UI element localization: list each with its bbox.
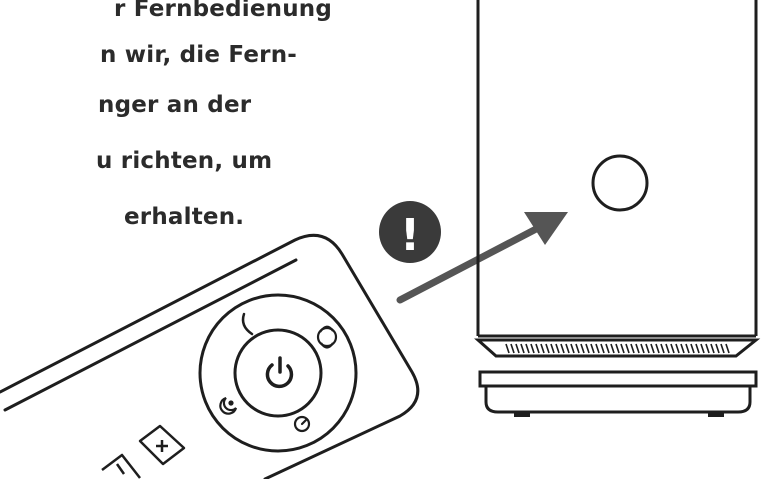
remote-dial-ring [198,293,358,453]
power-button [265,356,294,389]
vent-slat [670,343,675,354]
vent-slat [710,343,715,354]
vent-slat [510,343,515,354]
vent-slat [645,343,650,354]
device-feet [514,412,724,417]
vent-slat [520,343,525,354]
vent-slat [655,343,660,354]
vent-slat [725,343,730,354]
vent-slat [680,343,685,354]
vent-slat [625,343,630,354]
device-base [484,386,752,414]
remote-plus-button [138,424,186,466]
vent-slat [585,343,590,354]
instruction-line-2: n wir, die Fern- [100,42,298,68]
vent-slat [570,343,575,354]
vent-slat [545,343,550,354]
vent-slat [720,343,725,354]
instruction-line-1: r Fernbedienung [114,0,333,22]
vent-slat [695,343,700,354]
instruction-line-5: erhalten. [124,204,245,230]
warning-badge: ! [379,201,441,263]
remote-minus-button [101,453,141,479]
vent-slat [505,343,510,354]
vent-slat [575,343,580,354]
vent-slat [660,343,665,354]
vent-slat [550,343,555,354]
vent-slat [515,343,520,354]
vent-slat [665,343,670,354]
device-vent-band [474,338,761,358]
vent-slat [640,343,645,354]
timer-icon [293,415,311,433]
vent-slat [595,343,600,354]
fan-icon [316,325,338,349]
remote-control [0,233,420,479]
instruction-text-block: r Fernbedienung n wir, die Fern- nger an… [0,0,360,240]
vent-slat [565,343,570,354]
vent-slat [540,343,545,354]
remote-power-ring [233,328,323,418]
device-ir-sensor [591,154,649,212]
vent-slat [600,343,605,354]
sleep-icon [219,396,238,415]
device-base-top [478,370,758,388]
vent-slat [715,343,720,354]
direction-arrow [396,212,568,304]
vent-slat [690,343,695,354]
vent-slat [705,343,710,354]
vent-slat [525,343,530,354]
vent-slat [685,343,690,354]
device-vent-grille [505,343,730,354]
vent-slat [535,343,540,354]
instruction-line-3: nger an der [98,92,252,118]
vent-slat [650,343,655,354]
vent-slat [700,343,705,354]
vent-slat [630,343,635,354]
warning-badge-symbol: ! [400,210,420,261]
phone-icon [241,312,254,336]
vent-slat [580,343,585,354]
vent-slat [555,343,560,354]
vent-slat [590,343,595,354]
vent-slat [560,343,565,354]
vent-slat [530,343,535,354]
vent-slat [610,343,615,354]
device [474,0,761,414]
vent-slat [615,343,620,354]
vent-slat [635,343,640,354]
vent-slat [675,343,680,354]
instruction-line-4: u richten, um [96,148,273,174]
vent-slat [605,343,610,354]
vent-slat [620,343,625,354]
